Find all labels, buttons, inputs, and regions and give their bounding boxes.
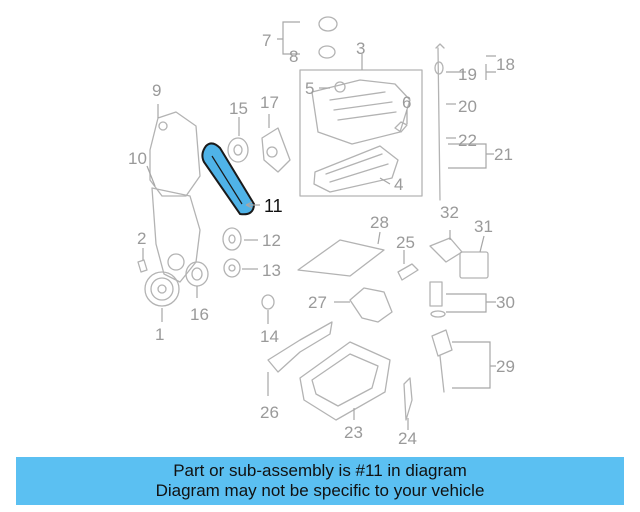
callout-2: 2	[137, 229, 146, 248]
callout-5: 5	[305, 79, 314, 98]
callout-25: 25	[396, 233, 415, 252]
callout-24: 24	[398, 429, 417, 448]
callout-14: 14	[260, 327, 279, 346]
pan-gasket	[267, 321, 333, 373]
callout-15: 15	[229, 99, 248, 118]
bolt	[137, 259, 148, 273]
callout-28: 28	[370, 213, 389, 232]
leader-lines	[142, 21, 496, 430]
callout-20: 20	[458, 97, 477, 116]
idler-pulley	[222, 227, 242, 251]
callout-1: 1	[155, 325, 164, 344]
callout-31: 31	[474, 217, 493, 236]
oil-filter	[429, 281, 443, 307]
oil-cap	[318, 16, 338, 32]
oil-pump	[349, 287, 393, 323]
valve-cover-assembly	[299, 69, 423, 197]
callout-9: 9	[152, 81, 161, 100]
timing-cover-upper	[149, 111, 201, 197]
dipstick-handle	[434, 61, 444, 75]
callout-4: 4	[394, 175, 403, 194]
crank-sprocket	[185, 261, 209, 287]
tensioner-bracket	[261, 127, 291, 173]
callout-21: 21	[494, 145, 513, 164]
crank-pulley	[144, 271, 180, 307]
oil-strainer	[403, 377, 413, 421]
callout-3: 3	[356, 39, 365, 58]
oil-pressure-switch	[431, 329, 453, 393]
o-ring	[430, 310, 446, 318]
caption-line-2: Diagram may not be specific to your vehi…	[155, 481, 485, 500]
idler-pulley-small	[223, 258, 241, 278]
caption-banner: Part or sub-assembly is #11 in diagram D…	[16, 457, 624, 505]
callout-13: 13	[262, 261, 281, 280]
callout-19: 19	[458, 65, 477, 84]
callout-12: 12	[262, 231, 281, 250]
callout-16: 16	[190, 305, 209, 324]
cap-gasket	[318, 45, 336, 59]
oil-pan	[299, 341, 391, 421]
callout-labels: 7 8 3 5 6 4 9 10 11 2 1 16 15 17 12 13 1…	[128, 31, 515, 448]
callout-11: 11	[264, 196, 283, 216]
callout-23: 23	[344, 423, 363, 442]
callout-10: 10	[128, 149, 147, 168]
callout-30: 30	[496, 293, 515, 312]
caption-line-1: Part or sub-assembly is #11 in diagram	[173, 461, 467, 480]
oil-cooler	[459, 251, 489, 279]
parts-diagram: 7 8 3 5 6 4 9 10 11 2 1 16 15 17 12 13 1…	[128, 16, 515, 448]
oil-filter-housing	[429, 237, 463, 263]
callout-27: 27	[308, 293, 327, 312]
dipstick-tube-seal	[397, 263, 419, 281]
callout-18: 18	[496, 55, 515, 74]
callout-26: 26	[260, 403, 279, 422]
timing-belt-highlighted	[201, 142, 256, 216]
callout-6: 6	[402, 93, 411, 112]
callout-17: 17	[260, 93, 279, 112]
oil-pan-baffle	[297, 239, 385, 277]
callout-29: 29	[496, 357, 515, 376]
callout-8: 8	[289, 47, 298, 66]
callout-7: 7	[262, 31, 271, 50]
callout-22: 22	[458, 131, 477, 150]
timing-cover-lower	[151, 187, 201, 283]
cam-pulley	[227, 137, 249, 163]
seal	[261, 294, 275, 310]
callout-32: 32	[440, 203, 459, 222]
